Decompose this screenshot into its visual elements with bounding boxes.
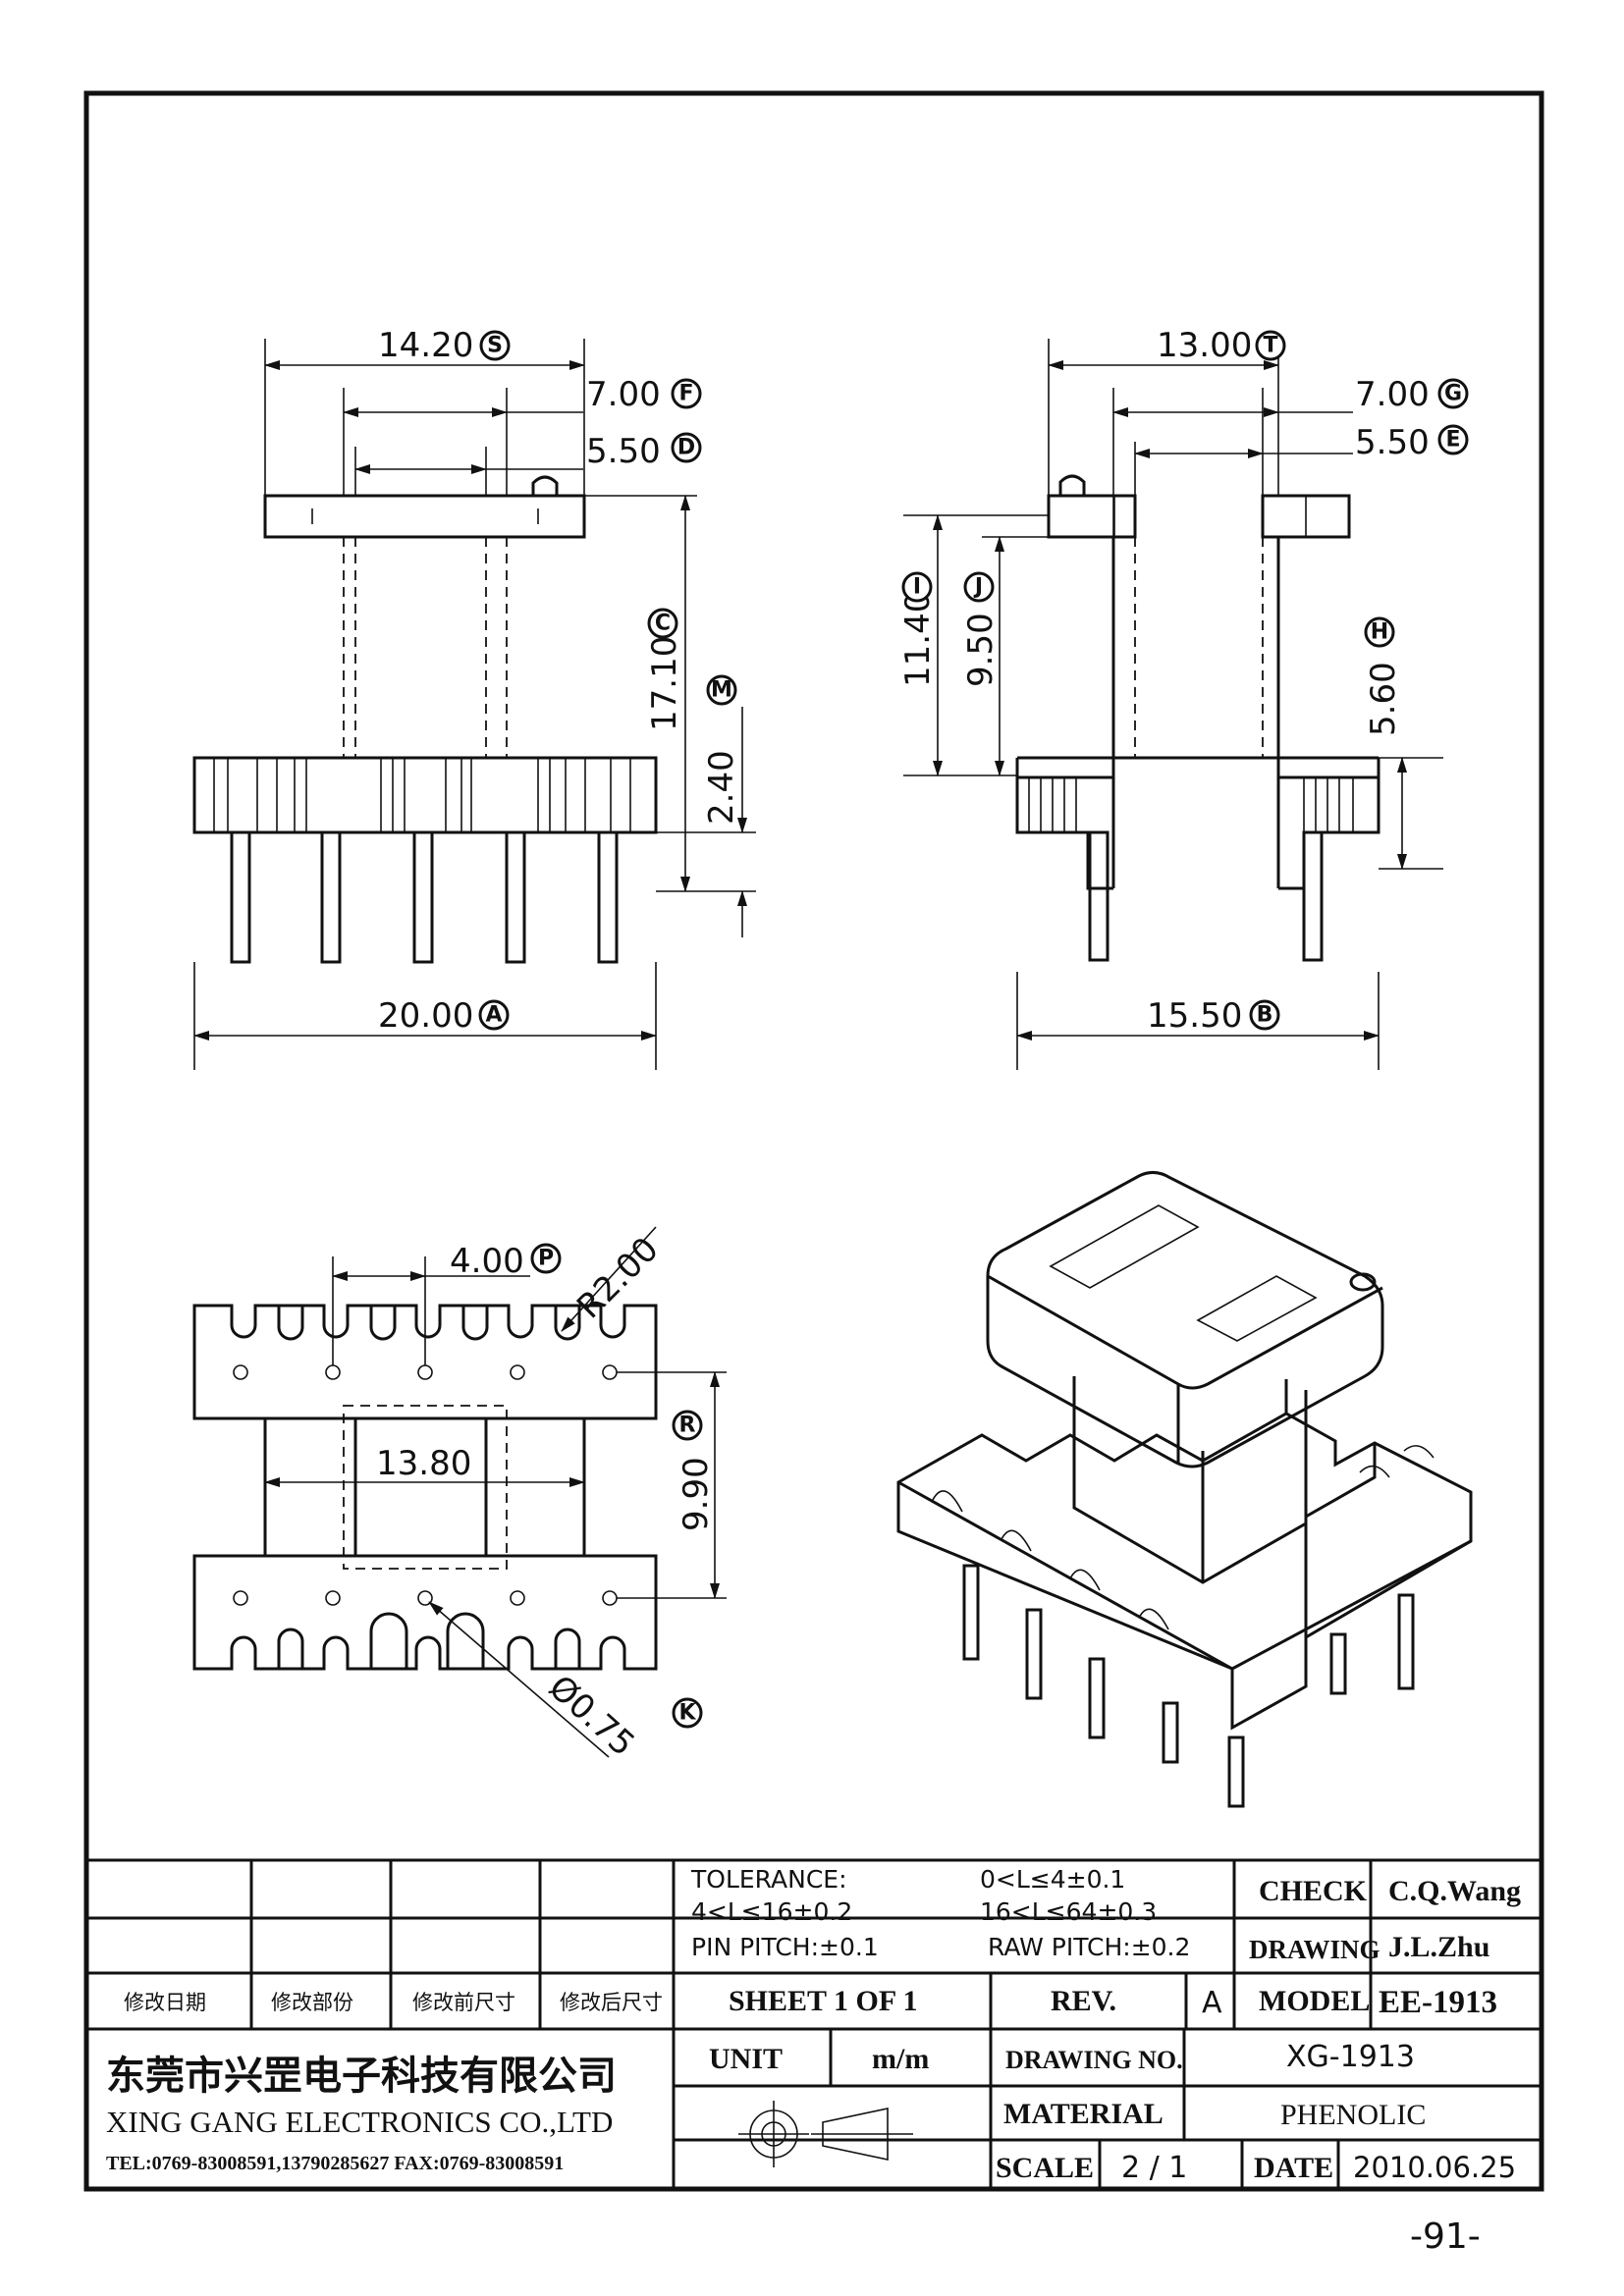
unit-label: UNIT [709,2043,783,2075]
dim-14-20: 14.20 [378,326,473,365]
svg-text:A: A [485,1003,502,1028]
tolerance-label: TOLERANCE: [690,1865,847,1894]
marker-c: C [647,608,678,639]
tolerance-range-1: 0<L≤4±0.1 [980,1865,1125,1894]
drawing-no-value: XG-1913 [1286,2040,1415,2074]
dim-phi-0-75: Ø0.75 [541,1668,642,1764]
svg-text:D: D [677,436,695,460]
drawing-value: J.L.Zhu [1388,1931,1489,1963]
marker-p: P [530,1243,562,1274]
marker-j: J [963,571,995,603]
dim-2-40: 2.40 [702,750,741,825]
marker-e: E [1437,424,1469,455]
marker-b: B [1249,999,1280,1031]
svg-text:P: P [538,1247,554,1271]
dim-15-50: 15.50 [1147,996,1242,1036]
marker-f: F [671,378,702,409]
date-value: 2010.06.25 [1353,2151,1516,2184]
unit-value: m/m [872,2043,929,2075]
marker-h: H [1364,616,1395,648]
dim-7-00-g: 7.00 [1355,375,1430,414]
svg-text:G: G [1444,382,1462,406]
company-name-cn: 东莞市兴罡电子科技有限公司 [106,2054,617,2099]
date-label: DATE [1254,2152,1333,2184]
scale-value: 2 / 1 [1121,2151,1187,2185]
rev-label: REV. [1051,1985,1116,2017]
projection-symbol [738,2101,913,2167]
rev-value: A [1202,1986,1222,2020]
material-value: PHENOLIC [1280,2099,1426,2131]
dim-7-00-f: 7.00 [586,375,661,414]
tolerance-range-3: 16<L≤64±0.3 [980,1897,1157,1926]
marker-a: A [478,999,510,1031]
dim-11-40: 11.40 [898,592,938,687]
rev-header-after: 修改后尺寸 [560,1991,663,2014]
page-number: -91- [1410,2216,1481,2257]
svg-text:T: T [1263,334,1277,358]
isometric-view [896,1171,1473,1808]
marker-m: M [706,674,737,706]
svg-text:M: M [711,678,732,703]
material-label: MATERIAL [1003,2098,1164,2130]
rev-header-before: 修改前尺寸 [412,1991,515,2014]
svg-text:S: S [487,334,503,358]
marker-i: I [901,571,933,603]
drawing-no-label: DRAWING NO. [1005,2046,1183,2074]
dim-r2-00: R2.00 [569,1230,667,1327]
svg-text:F: F [678,382,693,406]
dim-4-00: 4.00 [450,1242,524,1281]
marker-d: D [671,432,702,463]
check-label: CHECK [1259,1875,1368,1907]
marker-s: S [479,330,511,361]
dim-17-10: 17.10 [645,636,684,731]
dim-5-60: 5.60 [1364,662,1403,736]
company-name-en: XING GANG ELECTRONICS CO.,LTD [106,2105,613,2139]
dim-5-50-e: 5.50 [1355,423,1430,462]
pin-pitch: PIN PITCH:±0.1 [691,1933,879,1961]
side-view: 13.00 7.00 5.50 11.40 9.50 5.60 15.50 T … [898,326,1469,1070]
drawing-border [83,90,1544,2192]
svg-text:E: E [1445,428,1460,453]
model-label: MODEL [1259,1985,1370,2017]
marker-r: R [672,1410,703,1441]
svg-text:I: I [913,575,921,600]
dim-9-90: 9.90 [677,1457,716,1531]
svg-text:J: J [973,575,983,600]
rev-header-part: 修改部份 [271,1991,353,2014]
scale-label: SCALE [996,2152,1094,2184]
model-value: EE-1913 [1379,1985,1497,2020]
title-block: TOLERANCE: 0<L≤4±0.1 4<L≤16±0.2 16<L≤64±… [86,1858,1542,2189]
check-value: C.Q.Wang [1388,1875,1521,1907]
marker-t: T [1255,330,1286,361]
company-contact: TEL:0769-83008591,13790285627 FAX:0769-8… [106,2153,564,2174]
marker-k: K [672,1697,703,1729]
rev-header-date: 修改日期 [124,1991,206,2014]
dim-9-50: 9.50 [961,613,1001,687]
dim-5-50-d: 5.50 [586,432,661,471]
dim-13-80: 13.80 [376,1444,471,1483]
drawing-label: DRAWING [1249,1935,1380,1964]
svg-text:H: H [1371,620,1388,645]
svg-text:C: C [655,612,671,636]
raw-pitch: RAW PITCH:±0.2 [988,1933,1190,1961]
dim-20-00: 20.00 [378,996,473,1036]
tolerance-range-2: 4<L≤16±0.2 [691,1897,852,1926]
sheet-label: SHEET 1 OF 1 [729,1985,918,2017]
svg-text:B: B [1257,1003,1273,1028]
svg-text:R: R [679,1414,696,1438]
dim-13-00: 13.00 [1157,326,1252,365]
marker-g: G [1437,378,1469,409]
bottom-view: 4.00 R2.00 13.80 9.90 Ø0.75 P R K [192,1226,727,1764]
front-view: 14.20 7.00 5.50 17.10 2.40 20.00 S F D C… [192,326,756,1070]
svg-text:K: K [678,1701,696,1726]
